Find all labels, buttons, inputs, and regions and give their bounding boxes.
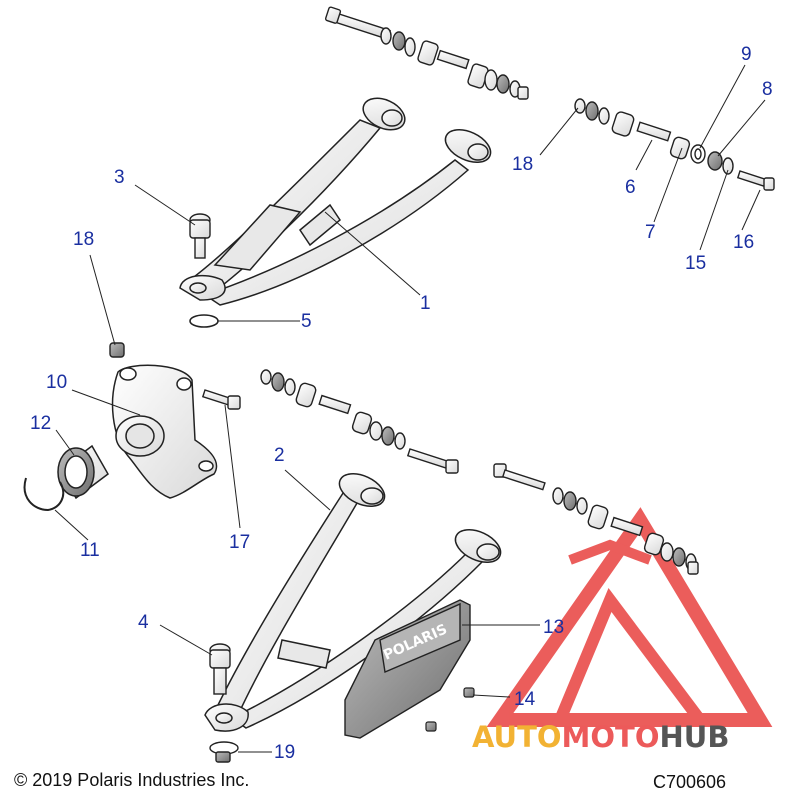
callout-1: 1 [420,293,431,314]
callout-16: 16 [733,232,755,253]
callout-5: 5 [301,311,312,332]
callout-12: 12 [30,413,52,434]
callout-6: 6 [625,177,636,198]
callout-10: 10 [46,372,68,393]
circlip-19 [209,741,239,763]
callout-4: 4 [138,612,149,633]
upper-a-arm [179,97,492,306]
skid-plate [344,599,471,739]
watermark-hub: HUB [659,720,730,754]
callout-18-left: 18 [73,229,95,250]
knuckle-bolt [201,389,241,410]
callout-9: 9 [741,44,752,65]
leader-lines [54,64,766,753]
circlip-5 [189,314,219,328]
callout-14: 14 [514,689,536,710]
wheel-bearing [57,444,109,500]
watermark-text: AUTOMOTOHUB [472,720,729,754]
lower-ball-joint [209,643,231,695]
nut-18 [109,342,125,358]
upper-front-bolt-stack [324,6,529,100]
upper-rear-bolt-stack [574,98,775,191]
callout-2: 2 [274,445,285,466]
skid-plate-bolt [425,687,475,732]
callout-13: 13 [543,617,565,638]
callout-18-right: 18 [512,154,534,175]
callout-8: 8 [762,79,773,100]
watermark-auto: AUTO [472,720,562,754]
lower-front-bolt-stack [260,369,459,474]
copyright-text: © 2019 Polaris Industries Inc. [14,770,250,790]
upper-ball-joint [189,213,211,259]
lower-rear-bolt-stack [493,463,699,575]
callout-19: 19 [274,742,296,763]
callout-3: 3 [114,167,125,188]
callout-17: 17 [229,532,251,553]
lower-a-arm [204,473,502,732]
steering-knuckle [111,364,218,499]
figure-code: C700606 [653,772,727,792]
watermark-moto: MOTO [561,720,660,754]
callout-11: 11 [80,540,100,561]
callout-7: 7 [645,222,656,243]
watermark-logo [486,507,773,727]
callout-15: 15 [685,253,707,274]
snap-ring [23,477,65,512]
